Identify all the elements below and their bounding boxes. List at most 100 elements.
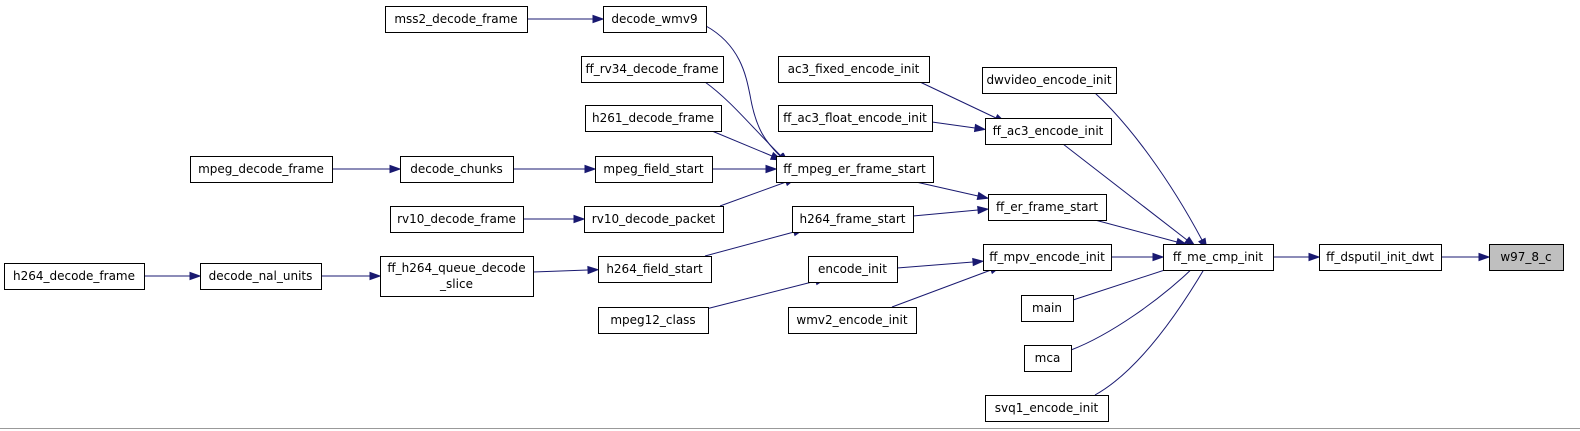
- node-label: wmv2_encode_init: [796, 313, 907, 327]
- node-encinit[interactable]: encode_init: [808, 256, 898, 283]
- node-box: [1489, 244, 1564, 271]
- edge-erframe-to-mecmp: [1094, 219, 1189, 246]
- edge-line: [919, 81, 997, 119]
- edge-ermpeg-to-erframe: [915, 181, 990, 200]
- node-label: decode_nal_units: [209, 269, 313, 283]
- edge-queue-to-h264fs: [532, 265, 600, 275]
- edge-line: [711, 130, 773, 157]
- node-label: mpeg_decode_frame: [198, 162, 324, 176]
- edge-arrowhead: [1152, 252, 1165, 262]
- node-h264df[interactable]: h264_decode_frame: [4, 263, 145, 290]
- edge-line: [705, 280, 817, 310]
- node-mpegdec[interactable]: mpeg_decode_frame: [190, 156, 333, 183]
- node-label: ff_h264_queue_decode: [387, 261, 525, 275]
- edge-arrowhead: [765, 164, 778, 174]
- node-h264fs[interactable]: h264_field_start: [598, 256, 712, 283]
- node-rv10f[interactable]: rv10_decode_frame: [390, 206, 524, 233]
- edge-arrowhead: [977, 205, 990, 215]
- node-nal[interactable]: decode_nal_units: [200, 263, 322, 290]
- edge-line: [532, 269, 589, 273]
- node-label: rv10_decode_packet: [592, 212, 716, 226]
- node-box: [190, 156, 333, 183]
- node-box: [584, 206, 724, 233]
- node-dwt[interactable]: ff_dsputil_init_dwt: [1319, 244, 1442, 271]
- node-label: ac3_fixed_encode_init: [788, 62, 920, 76]
- edge-arrowhead: [587, 265, 600, 275]
- node-box: [985, 395, 1109, 422]
- node-dwv[interactable]: dwvideo_encode_init: [982, 67, 1117, 94]
- edge-dwv-to-mecmp: [1094, 92, 1208, 251]
- node-rv10p[interactable]: rv10_decode_packet: [584, 206, 724, 233]
- node-ac3fixed[interactable]: ac3_fixed_encode_init: [778, 56, 930, 83]
- node-box: [983, 244, 1112, 271]
- node-erframe[interactable]: ff_er_frame_start: [988, 194, 1107, 221]
- node-box: [808, 256, 898, 283]
- edge-rv10f-to-rv10p: [523, 214, 586, 224]
- node-box: [4, 263, 145, 290]
- node-box: [1024, 345, 1072, 372]
- node-box: [598, 256, 712, 283]
- node-mca[interactable]: mca: [1024, 345, 1072, 372]
- node-label: h264_frame_start: [799, 212, 905, 226]
- edge-h264frm-to-erframe: [912, 205, 990, 217]
- edge-line: [719, 181, 787, 207]
- node-h261[interactable]: h261_decode_frame: [585, 105, 722, 132]
- edge-mpegdec-to-chunks: [332, 164, 402, 174]
- edge-arrowhead: [573, 214, 586, 224]
- node-ac3float[interactable]: ff_ac3_float_encode_init: [778, 105, 933, 132]
- edge-line: [1070, 265, 1196, 351]
- node-box: [585, 105, 722, 132]
- edge-arrowhead: [976, 191, 990, 200]
- node-mecmp[interactable]: ff_me_cmp_init: [1163, 244, 1274, 271]
- edge-arrowhead: [592, 14, 605, 24]
- node-rv34[interactable]: ff_rv34_decode_frame: [581, 56, 724, 83]
- edge-field-to-ermpeg: [712, 164, 778, 174]
- node-main[interactable]: main: [1021, 295, 1074, 322]
- edge-line: [896, 261, 974, 269]
- node-label: h264_field_start: [606, 262, 703, 276]
- edge-arrowhead: [389, 164, 402, 174]
- edge-arrowhead: [1478, 252, 1491, 262]
- node-box: [385, 6, 528, 33]
- node-ermpeg[interactable]: ff_mpeg_er_frame_start: [776, 156, 934, 183]
- node-box: [380, 256, 534, 297]
- node-queue[interactable]: ff_h264_queue_decode_slice: [380, 256, 534, 297]
- node-label: ff_mpv_encode_init: [989, 250, 1105, 264]
- node-box: [788, 307, 917, 334]
- edge-line: [891, 269, 992, 308]
- node-box: [595, 156, 713, 183]
- edge-dwt-to-w97: [1441, 252, 1491, 262]
- node-label: ff_er_frame_start: [996, 200, 1098, 214]
- node-label: h264_decode_frame: [13, 269, 135, 283]
- edge-mpvenc-to-mecmp: [1111, 252, 1165, 262]
- node-mpvenc[interactable]: ff_mpv_encode_init: [983, 244, 1112, 271]
- node-box: [390, 206, 524, 233]
- node-svq1[interactable]: svq1_encode_init: [985, 395, 1109, 422]
- edge-h264df-to-nal: [144, 271, 202, 281]
- edge-line: [915, 181, 979, 197]
- node-field[interactable]: mpeg_field_start: [595, 156, 713, 183]
- node-dwmv9[interactable]: decode_wmv9: [603, 6, 707, 33]
- node-label: svq1_encode_init: [995, 401, 1099, 415]
- edge-arrowhead: [1308, 252, 1321, 262]
- node-chunks[interactable]: decode_chunks: [400, 156, 514, 183]
- node-box: [603, 6, 707, 33]
- node-ac3enc[interactable]: ff_ac3_encode_init: [985, 118, 1112, 145]
- node-label: h261_decode_frame: [592, 111, 714, 125]
- edge-mpeg12-to-encinit: [705, 277, 828, 310]
- node-h264frm[interactable]: h264_frame_start: [792, 206, 914, 233]
- node-label: encode_init: [818, 262, 887, 276]
- node-label: mss2_decode_frame: [394, 12, 517, 26]
- node-box: [792, 206, 914, 233]
- node-mpeg12[interactable]: mpeg12_class: [598, 307, 709, 334]
- node-box: [1319, 244, 1442, 271]
- node-box: [985, 118, 1112, 145]
- node-w97[interactable]: w97_8_c: [1489, 244, 1564, 271]
- node-label: ff_mpeg_er_frame_start: [783, 162, 926, 176]
- node-box: [598, 307, 709, 334]
- node-mss2[interactable]: mss2_decode_frame: [385, 6, 528, 33]
- node-box: [778, 105, 933, 132]
- node-label: ff_me_cmp_init: [1173, 250, 1264, 264]
- node-wmv2[interactable]: wmv2_encode_init: [788, 307, 917, 334]
